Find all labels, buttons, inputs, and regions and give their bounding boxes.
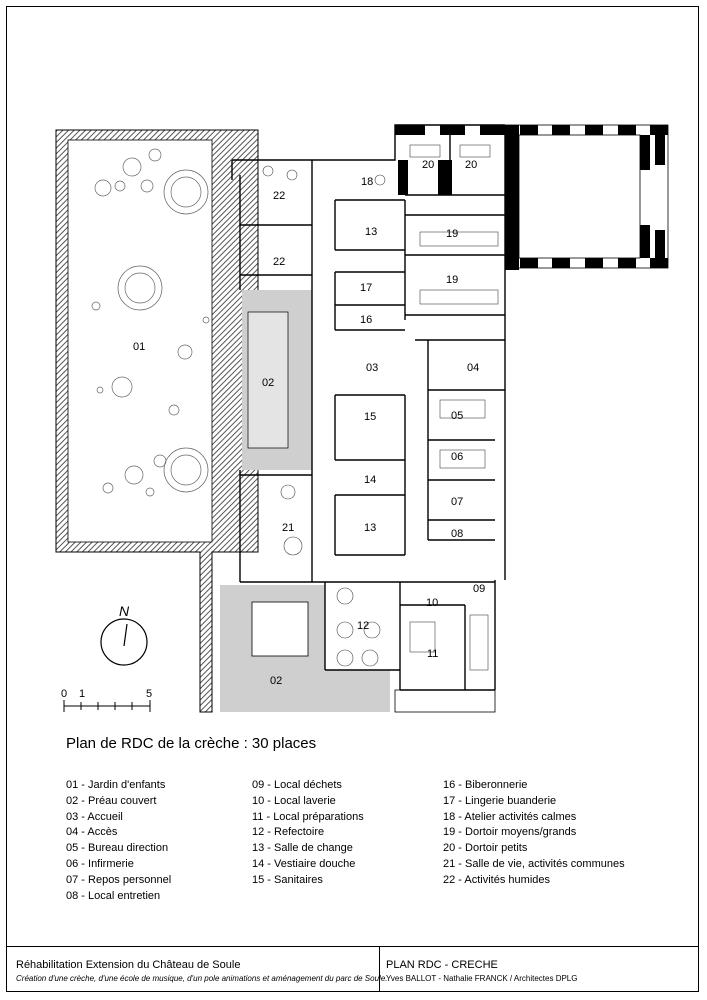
room-label-13: 13 xyxy=(364,522,376,534)
legend-item: 22 - Activités humides xyxy=(443,873,550,886)
north-label: N xyxy=(119,603,130,619)
room-label-07: 07 xyxy=(451,496,463,508)
room-label-13: 13 xyxy=(365,226,377,238)
project-subtitle: Création d'une crèche, d'une école de mu… xyxy=(16,974,388,983)
room-label-22: 22 xyxy=(273,256,285,268)
legend-column-2: 09 - Local déchets 10 - Local laverie 11… xyxy=(252,778,364,889)
room-label-19: 19 xyxy=(446,274,458,286)
legend-item: 04 - Accès xyxy=(66,826,118,839)
legend-column-3: 16 - Biberonnerie 17 - Lingerie buanderi… xyxy=(443,778,625,889)
room-label-17: 17 xyxy=(360,282,372,294)
architects-credit: Yves BALLOT - Nathalie FRANCK / Architec… xyxy=(386,974,578,983)
title-block: Réhabilitation Extension du Château de S… xyxy=(6,946,699,992)
room-label-20: 20 xyxy=(422,159,434,171)
room-label-19: 19 xyxy=(446,228,458,240)
legend-item: 01 - Jardin d'enfants xyxy=(66,779,166,791)
legend-item: 16 - Biberonnerie xyxy=(443,779,528,791)
existing-walls xyxy=(395,125,668,270)
legend-item: 03 - Accueil xyxy=(66,810,123,823)
scale-label-0: 0 xyxy=(61,688,67,700)
furniture xyxy=(262,144,499,671)
room-label-05: 05 xyxy=(451,410,463,422)
room-label-04: 04 xyxy=(467,362,479,374)
garden-area xyxy=(55,129,259,713)
room-labels: 01 02 02 03 04 05 06 07 08 09 10 11 12 1… xyxy=(133,159,485,687)
room-label-15: 15 xyxy=(364,411,376,423)
legend-item: 20 - Dortoir petits xyxy=(443,842,528,855)
room-label-01: 01 xyxy=(133,341,145,353)
room-label-02: 02 xyxy=(270,675,282,687)
legend-item: 12 - Refectoire xyxy=(252,826,325,839)
legend-item: 11 - Local préparations xyxy=(252,810,364,823)
legend-item: 21 - Salle de vie, activités communes xyxy=(443,857,625,870)
room-label-06: 06 xyxy=(451,451,463,463)
scale-label-5: 5 xyxy=(146,688,152,700)
room-label-09: 09 xyxy=(473,583,485,595)
room-label-22: 22 xyxy=(273,190,285,202)
legend-item: 13 - Salle de change xyxy=(252,842,353,855)
north-arrow: N xyxy=(100,603,148,666)
scale-label-1: 1 xyxy=(79,688,85,700)
drawing-title: PLAN RDC - CRECHE xyxy=(386,959,498,971)
legend-item: 06 - Infirmerie xyxy=(66,857,134,870)
plan-title: Plan de RDC de la crèche : 30 places xyxy=(66,735,317,752)
garden-trees xyxy=(91,148,210,497)
room-label-03: 03 xyxy=(366,362,378,374)
room-label-18: 18 xyxy=(361,176,373,188)
room-label-20: 20 xyxy=(465,159,477,171)
room-label-11: 11 xyxy=(427,648,438,660)
room-label-12: 12 xyxy=(357,620,369,632)
room-label-14: 14 xyxy=(364,474,376,486)
legend-item: 10 - Local laverie xyxy=(252,794,336,807)
existing-outline xyxy=(394,124,669,713)
scale-bar: 0 1 5 xyxy=(61,688,152,712)
legend-item: 05 - Bureau direction xyxy=(66,842,169,855)
legend-item: 14 - Vestiaire douche xyxy=(252,857,356,870)
floor-plan: 01 02 02 03 04 05 06 07 08 09 10 11 12 1… xyxy=(55,124,669,713)
room-label-10: 10 xyxy=(426,597,438,609)
covered-areas xyxy=(220,290,390,712)
legend-item: 09 - Local déchets xyxy=(252,779,342,791)
legend-item: 07 - Repos personnel xyxy=(66,873,172,886)
room-label-02: 02 xyxy=(262,377,274,389)
room-label-08: 08 xyxy=(451,528,463,540)
legend-item: 15 - Sanitaires xyxy=(252,873,323,886)
room-label-21: 21 xyxy=(282,522,294,534)
legend-column-1: 01 - Jardin d'enfants 02 - Préau couvert… xyxy=(66,778,171,904)
sheet-frame xyxy=(6,6,699,992)
project-title: Réhabilitation Extension du Château de S… xyxy=(16,959,241,971)
legend-item: 18 - Atelier activités calmes xyxy=(443,810,577,823)
legend-item: 17 - Lingerie buanderie xyxy=(443,794,557,807)
legend-item: 08 - Local entretien xyxy=(66,889,161,902)
room-label-16: 16 xyxy=(360,314,372,326)
title-block-divider xyxy=(379,947,380,992)
legend-item: 02 - Préau couvert xyxy=(66,794,157,807)
legend-item: 19 - Dortoir moyens/grands xyxy=(443,826,577,839)
